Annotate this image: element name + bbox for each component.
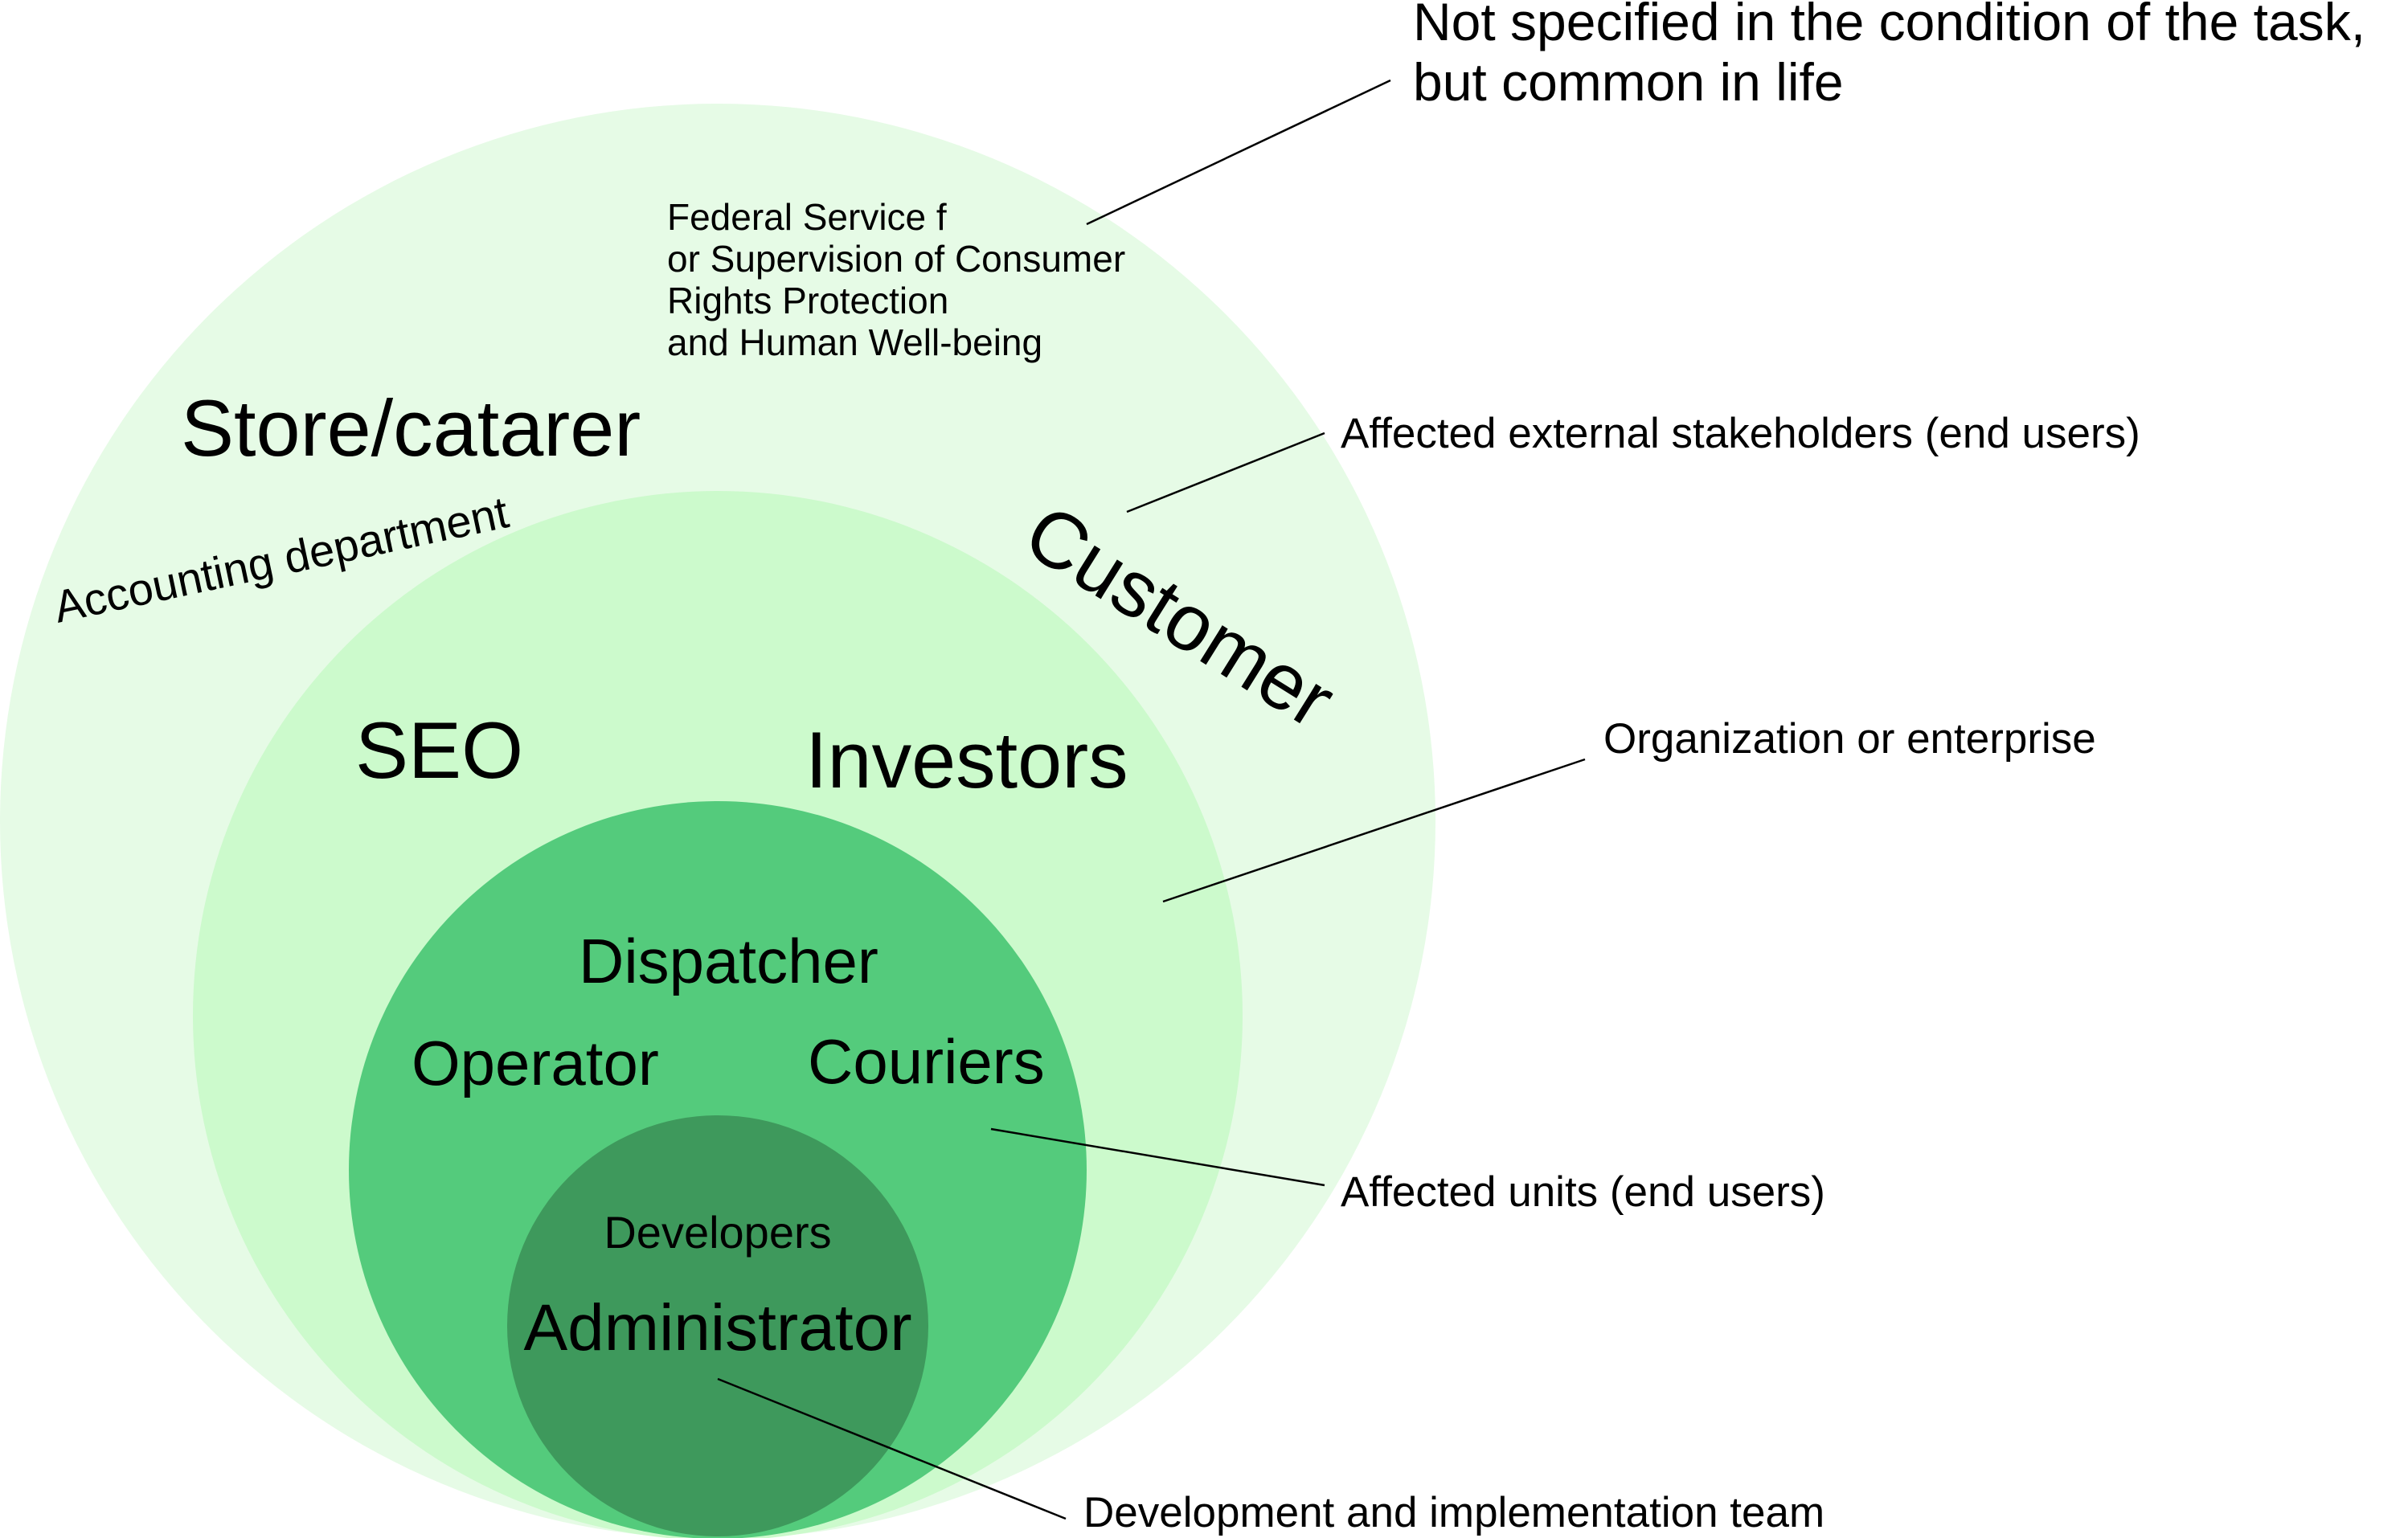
annotation-affected-units: Affected units (end users) [1341, 1168, 1825, 1216]
label-store-catarer: Store/catarer [181, 383, 641, 472]
label-developers: Developers [604, 1207, 831, 1258]
label-operator: Operator [412, 1028, 659, 1098]
leader-external [1126, 432, 1325, 513]
leader-team [717, 1377, 1067, 1520]
annotation-development-team: Development and implementation team [1083, 1489, 1824, 1536]
label-dispatcher: Dispatcher [579, 926, 878, 996]
label-seo: SEO [355, 706, 523, 795]
leader-organization [1162, 758, 1586, 903]
label-federal-line-1: Federal Service f [667, 196, 947, 238]
label-administrator: Administrator [523, 1291, 911, 1364]
label-federal-line-4: and Human Well-being [667, 321, 1042, 363]
label-federal-line-3: Rights Protection [667, 280, 948, 321]
annotation-organization: Organization or enterprise [1603, 715, 2096, 763]
leader-units [990, 1127, 1325, 1187]
annotation-not-specified-line-2: but common in life [1413, 52, 1844, 112]
annotation-not-specified-line-1: Not specified in the condition of the ta… [1413, 0, 2365, 51]
label-couriers: Couriers [808, 1026, 1045, 1097]
label-investors: Investors [805, 715, 1128, 804]
annotation-external-stakeholders: Affected external stakeholders (end user… [1341, 410, 2140, 457]
label-federal-line-2: or Supervision of Consumer [667, 238, 1125, 280]
ring-team [507, 1115, 928, 1536]
leader-not-specified [1086, 79, 1391, 226]
